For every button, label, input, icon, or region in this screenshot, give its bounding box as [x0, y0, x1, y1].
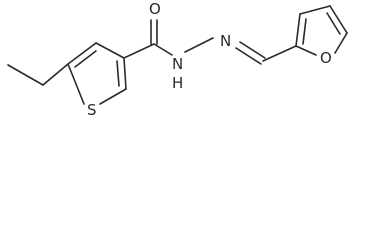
bond-n-ch-a	[239, 41, 266, 59]
thiophene-ring	[67, 42, 127, 105]
atom-hydrogen-nh: H	[172, 74, 183, 92]
bond-c5-s	[67, 63, 85, 105]
bond-c4-c5-inner	[74, 50, 97, 68]
bond-ch-c2f	[262, 45, 297, 62]
bond-c4-c5	[67, 42, 97, 65]
bond-c2-c3	[123, 57, 127, 90]
bond-c2f-c3f	[295, 13, 301, 47]
bond-carbonyl-nh	[153, 43, 173, 56]
bond-ch3-ch2	[7, 64, 44, 86]
ethyl-group	[7, 63, 69, 86]
bond-c3-c4	[95, 42, 125, 59]
bond-s-c2	[99, 88, 127, 105]
bond-c3-carbonyl	[123, 43, 155, 59]
atom-nitrogen-nh: N	[172, 55, 183, 73]
furan-ring	[295, 5, 348, 56]
carbonyl-group	[123, 19, 173, 59]
bond-ch2-c5	[42, 63, 69, 86]
bond-c5f-o	[334, 32, 348, 54]
atom-nitrogen-imine: N	[220, 32, 231, 50]
bond-c2-c3-inner	[116, 60, 120, 87]
bond-n-ch-b	[235, 47, 262, 65]
bond-c2f-c3f-inner	[302, 18, 307, 45]
hydrazone-linkage	[184, 37, 297, 65]
bond-o-c2f	[295, 45, 317, 56]
chemical-structure: O N H N S O	[7, 0, 348, 119]
atom-oxygen-furan: O	[320, 49, 332, 67]
bond-c3f-c4f	[299, 5, 331, 15]
bond-nh-n	[184, 37, 214, 53]
atom-oxygen-carbonyl: O	[149, 0, 161, 18]
atom-sulfur: S	[87, 101, 97, 119]
bond-c4f-c5f	[329, 5, 348, 34]
bond-c4f-c5f-inner	[326, 12, 341, 35]
